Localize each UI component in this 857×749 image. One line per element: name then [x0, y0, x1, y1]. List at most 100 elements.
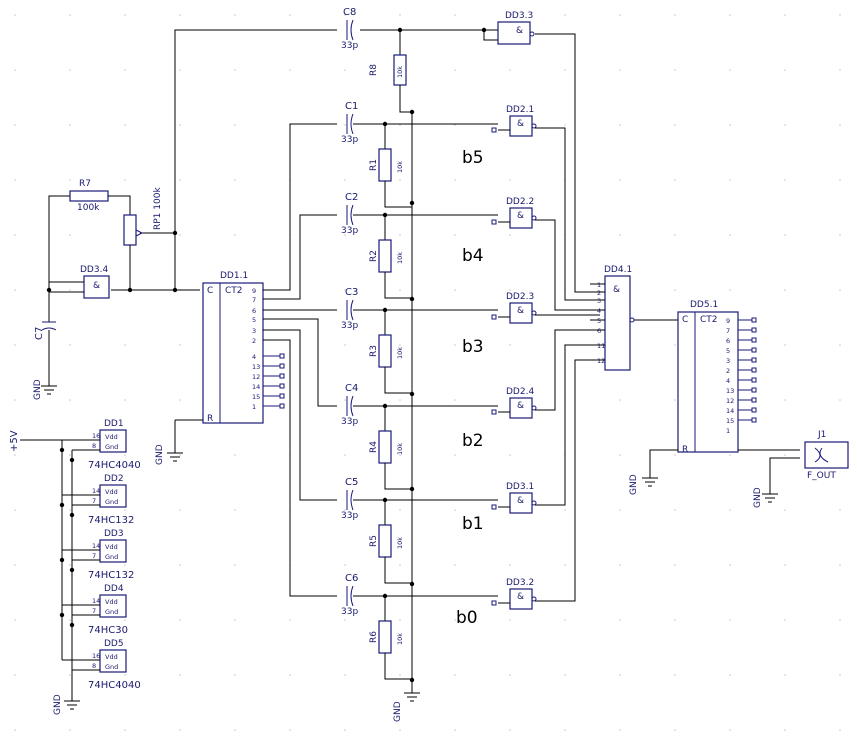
- svg-text:Gnd: Gnd: [105, 498, 118, 506]
- svg-text:1: 1: [597, 281, 601, 289]
- r2v-value: 10k: [396, 252, 404, 264]
- c5-label: C5: [345, 477, 358, 488]
- r6-label: R6: [369, 631, 379, 643]
- svg-text:Vdd: Vdd: [105, 433, 118, 441]
- power-part: 74HC132: [88, 515, 134, 526]
- svg-text:GND: GND: [393, 701, 403, 722]
- c3-value: 33p: [341, 321, 358, 331]
- svg-text:14: 14: [92, 542, 100, 550]
- bit-label-b4: b4: [462, 246, 484, 266]
- power-part: 74HC132: [88, 570, 134, 581]
- r1-label: R1: [369, 159, 379, 171]
- rp1-label: RP1 100k: [153, 187, 163, 230]
- svg-text:2: 2: [726, 367, 730, 375]
- nand-dd41: DD4.1 &: [604, 265, 678, 371]
- svg-text:2: 2: [597, 289, 601, 297]
- wire-feedback-top: [174, 29, 600, 293]
- svg-text:GND: GND: [155, 444, 165, 465]
- svg-text:12: 12: [597, 357, 605, 365]
- j1-label: J1: [817, 430, 826, 440]
- svg-text:&: &: [516, 26, 523, 36]
- r8-label: R8: [369, 64, 379, 76]
- svg-text:3: 3: [252, 327, 256, 335]
- svg-text:GND: GND: [33, 379, 43, 400]
- svg-text:7: 7: [726, 327, 730, 335]
- fout-label: F_OUT: [807, 471, 836, 481]
- dd11-label: DD1.1: [220, 271, 248, 281]
- svg-text:GND: GND: [53, 694, 63, 715]
- svg-text:8: 8: [92, 442, 96, 450]
- svg-text:&: &: [93, 281, 100, 291]
- svg-text:GND: GND: [753, 487, 763, 508]
- svg-text:&: &: [517, 496, 524, 506]
- ground-symbol: GND: [53, 693, 80, 715]
- ground-symbol: GND: [33, 378, 57, 400]
- svg-text:Gnd: Gnd: [105, 443, 118, 451]
- r6v-value: 10k: [396, 633, 404, 645]
- c5-value: 33p: [341, 511, 358, 521]
- oscillator: R7 100k RP1 100k DD3.4 & C7: [34, 179, 200, 378]
- power-part: 74HC4040: [88, 460, 141, 471]
- svg-text:16: 16: [92, 432, 100, 440]
- r2-label: R2: [369, 250, 379, 262]
- svg-text:7: 7: [92, 552, 96, 560]
- svg-text:15: 15: [726, 417, 734, 425]
- svg-text:C: C: [682, 315, 688, 325]
- svg-text:1: 1: [726, 427, 730, 435]
- svg-text:13: 13: [726, 387, 734, 395]
- r4v-value: 10k: [396, 443, 404, 455]
- svg-text:3: 3: [726, 357, 730, 365]
- dd21-label: DD2.1: [506, 105, 534, 115]
- svg-text:5: 5: [252, 316, 256, 324]
- resistor-r8: R8 10k: [369, 30, 413, 685]
- dd31-label: DD3.1: [506, 482, 534, 492]
- svg-text:4: 4: [726, 377, 730, 385]
- svg-text:14: 14: [726, 407, 734, 415]
- svg-text:14: 14: [92, 597, 100, 605]
- svg-text:7: 7: [252, 296, 256, 304]
- svg-text:5: 5: [726, 347, 730, 355]
- r3-label: R3: [369, 345, 379, 357]
- svg-text:&: &: [517, 306, 524, 316]
- counter-dd51: DD5.1 C CT2 R: [649, 300, 800, 470]
- c3-label: C3: [345, 287, 358, 298]
- svg-text:R: R: [207, 414, 213, 424]
- power-ref: DD2: [104, 474, 124, 484]
- c4-label: C4: [345, 383, 358, 394]
- dd51-label: DD5.1: [690, 300, 718, 310]
- svg-text:Gnd: Gnd: [105, 608, 118, 616]
- r8-value: 10k: [396, 66, 404, 78]
- svg-text:6: 6: [726, 337, 730, 345]
- r4-label: R4: [369, 441, 379, 453]
- svg-text:Vdd: Vdd: [105, 543, 118, 551]
- bit-label-b1: b1: [462, 514, 484, 534]
- r5-label: R5: [369, 535, 379, 547]
- svg-text:Gnd: Gnd: [105, 663, 118, 671]
- gate-output-wires: [535, 127, 600, 602]
- svg-text:11: 11: [597, 342, 605, 350]
- svg-text:5: 5: [597, 317, 601, 325]
- svg-text:GND: GND: [629, 474, 639, 495]
- dd24-label: DD2.4: [506, 387, 534, 397]
- svg-text:9: 9: [726, 317, 730, 325]
- svg-text:Gnd: Gnd: [105, 553, 118, 561]
- r3v-value: 10k: [396, 347, 404, 359]
- c6-label: C6: [345, 573, 358, 584]
- c8-value: 33p: [341, 41, 358, 51]
- svg-text:3: 3: [597, 297, 601, 305]
- r7-label: R7: [79, 179, 91, 189]
- svg-text:9: 9: [252, 287, 256, 295]
- c4-value: 33p: [341, 417, 358, 427]
- svg-text:15: 15: [252, 393, 260, 401]
- power-ref: DD5: [104, 639, 124, 649]
- svg-text:&: &: [517, 401, 524, 411]
- c6-value: 33p: [341, 607, 358, 617]
- svg-text:7: 7: [92, 607, 96, 615]
